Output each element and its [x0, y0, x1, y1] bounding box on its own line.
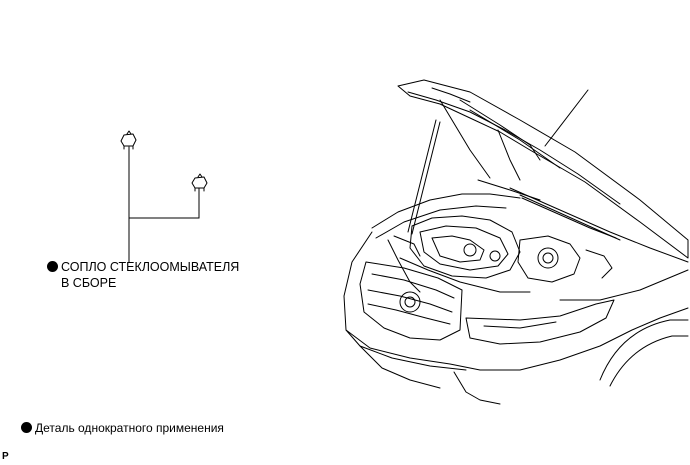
corner-mark: P	[2, 451, 9, 462]
wheel-arch	[599, 319, 689, 381]
washer-nozzle-left	[120, 130, 137, 150]
antenna-line	[544, 89, 589, 147]
grille	[359, 261, 463, 341]
headlight	[465, 299, 615, 345]
washer-nozzle-label: СОПЛО СТЕКЛООМЫВАТЕЛЯ В СБОРЕ	[47, 259, 239, 291]
washer-nozzle-right	[191, 173, 208, 192]
front-fascia	[343, 231, 467, 371]
legend: Деталь однократного применения	[21, 420, 224, 436]
hood-outline	[397, 79, 689, 259]
leader-lines	[128, 146, 200, 263]
fender	[509, 187, 689, 263]
non-reusable-marker-icon	[47, 261, 58, 272]
legend-marker-icon	[21, 422, 32, 433]
hood-prop-rod	[407, 119, 437, 233]
legend-text: Деталь однократного применения	[35, 421, 224, 435]
engine-bay-edge	[371, 193, 521, 229]
part-name-line2: В СБОРЕ	[61, 276, 117, 290]
vehicle-illustration	[343, 79, 689, 405]
emblem	[399, 291, 421, 313]
part-name-line1: СОПЛО СТЕКЛООМЫВАТЕЛЯ	[61, 260, 240, 274]
